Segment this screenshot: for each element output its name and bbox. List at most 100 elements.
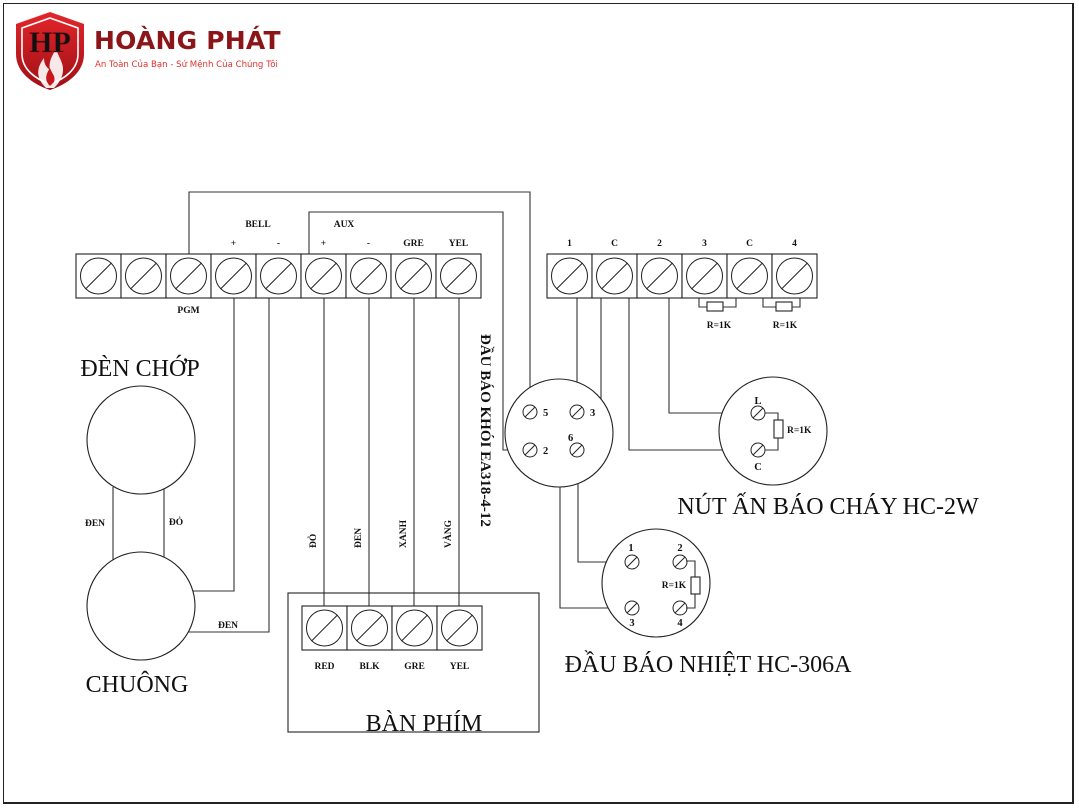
- panel-terminal[interactable]: PGM: [165, 253, 212, 316]
- end-of-line-resistor-1: R=1K: [698, 298, 737, 331]
- wire-bell-plus: [190, 298, 235, 592]
- terminal-label: 1: [567, 239, 572, 249]
- terminal-label: C: [611, 239, 618, 249]
- call-point-base: [718, 376, 828, 486]
- keypad-wire-label: ĐEN: [354, 528, 364, 548]
- terminal-label: GRE: [403, 239, 424, 249]
- terminal-label: 3: [629, 618, 634, 629]
- panel-terminal[interactable]: [75, 253, 122, 299]
- bell-group-label: BELL: [245, 220, 270, 230]
- panel-terminal[interactable]: YEL: [435, 239, 482, 299]
- terminal-label: C: [746, 239, 753, 249]
- terminal-label: L: [754, 396, 761, 407]
- terminal-label: 4: [677, 618, 683, 629]
- keypad-terminal[interactable]: RED: [301, 605, 348, 672]
- brand-logo: HP HOÀNG PHÁT An Toàn Của Bạn - Sứ Mệnh …: [10, 10, 310, 92]
- shield-logo-icon: HP: [16, 12, 84, 90]
- heat-detector-title: ĐẦU BÁO NHIỆT HC-306A: [565, 651, 853, 678]
- terminal-label: -: [367, 239, 370, 249]
- screw-slot: [85, 262, 112, 290]
- terminal-label: GRE: [404, 662, 425, 672]
- heat-detector-terminal[interactable]: [672, 554, 688, 570]
- screw-slot: [445, 262, 472, 290]
- smoke-detector-terminal[interactable]: [569, 404, 585, 420]
- keypad-title: BÀN PHÍM: [366, 711, 483, 737]
- smoke-detector-terminal[interactable]: [569, 442, 585, 458]
- terminal-label: 2: [543, 446, 548, 457]
- logo-letters: HP: [29, 26, 71, 59]
- zone-terminal[interactable]: 3: [681, 239, 728, 299]
- drawing-frame: [3, 3, 1074, 804]
- heat-detector-terminal[interactable]: [624, 554, 640, 570]
- smoke-detector-terminal[interactable]: [522, 442, 538, 458]
- wire-pgm-smoke5: [188, 191, 531, 412]
- panel-terminal[interactable]: +: [300, 239, 347, 299]
- terminal-label: PGM: [177, 306, 199, 316]
- screw-slot: [310, 262, 337, 290]
- screw-slot: [646, 262, 673, 290]
- brand-name: HOÀNG PHÁT: [94, 26, 281, 55]
- wire-zoneC-callpoint: [628, 298, 752, 451]
- panel-terminal[interactable]: -: [345, 239, 392, 299]
- zone-terminal[interactable]: C: [591, 239, 638, 299]
- strobe-wire-label-right: ĐỎ: [169, 516, 183, 528]
- terminal-label: YEL: [449, 239, 469, 249]
- screw-slot: [400, 262, 427, 290]
- zone-terminal[interactable]: 2: [636, 239, 683, 299]
- terminal-label: BLK: [359, 662, 380, 672]
- panel-terminal[interactable]: GRE: [390, 239, 437, 299]
- panel-terminal[interactable]: -: [255, 239, 302, 299]
- call-point-title: NÚT ẤN BÁO CHÁY HC-2W: [677, 493, 979, 520]
- screw-slot: [691, 262, 718, 290]
- bell-wire-label: ĐEN: [218, 621, 238, 631]
- keypad-terminal[interactable]: BLK: [346, 605, 393, 672]
- screw-slot: [556, 262, 583, 290]
- smoke-detector-base: [504, 378, 614, 488]
- keypad-wire-label: XANH: [399, 519, 409, 548]
- screw-slot: [356, 614, 383, 642]
- call-point-resistor-label: R=1K: [787, 426, 812, 436]
- strobe-wire-label-left: ĐEN: [85, 519, 105, 529]
- screw-slot: [601, 262, 628, 290]
- terminal-label: -: [277, 239, 280, 249]
- keypad-terminal[interactable]: YEL: [436, 605, 483, 672]
- terminal-label: 3: [590, 408, 595, 419]
- terminal-label: RED: [314, 662, 334, 672]
- strobe-light: ĐÈN CHỚP ĐEN ĐỎ: [80, 355, 199, 529]
- screw-slot: [311, 614, 338, 642]
- smoke-detector-terminal[interactable]: [522, 404, 538, 420]
- zone-terminal-strip: 1 C 2 3 C 4 R=1K R=1K: [546, 239, 818, 331]
- zone-terminal[interactable]: 1: [546, 239, 593, 299]
- screw-slot: [220, 262, 247, 290]
- heat-detector-terminal[interactable]: [624, 600, 640, 616]
- screw-slot: [265, 262, 292, 290]
- heat-detector-terminal[interactable]: [672, 600, 688, 616]
- screw-slot: [736, 262, 763, 290]
- zone-terminal[interactable]: C: [726, 239, 773, 299]
- keypad-body: [287, 592, 540, 733]
- bell-sounder: ĐEN CHUÔNG: [86, 551, 238, 698]
- screw-slot: [130, 262, 157, 290]
- terminal-label: 4: [792, 239, 797, 249]
- screw-slot: [446, 614, 473, 642]
- call-point-terminal[interactable]: [750, 405, 766, 421]
- brand-tagline: An Toàn Của Bạn - Sứ Mệnh Của Chúng Tôi: [95, 60, 278, 70]
- terminal-label: YEL: [450, 662, 470, 672]
- call-point-terminal[interactable]: [750, 442, 766, 458]
- terminal-label: 3: [702, 239, 707, 249]
- resistor-label: R=1K: [773, 321, 798, 331]
- bell-symbol: [86, 551, 196, 661]
- terminal-label: 2: [657, 239, 662, 249]
- panel-terminal[interactable]: [120, 253, 167, 299]
- terminal-label: 1: [628, 543, 633, 554]
- terminal-label: C: [754, 462, 762, 473]
- zone-terminal[interactable]: 4: [771, 239, 818, 299]
- heat-detector-resistor-label: R=1K: [662, 581, 687, 591]
- keypad-terminal[interactable]: GRE: [391, 605, 438, 672]
- panel-terminal[interactable]: +: [210, 239, 257, 299]
